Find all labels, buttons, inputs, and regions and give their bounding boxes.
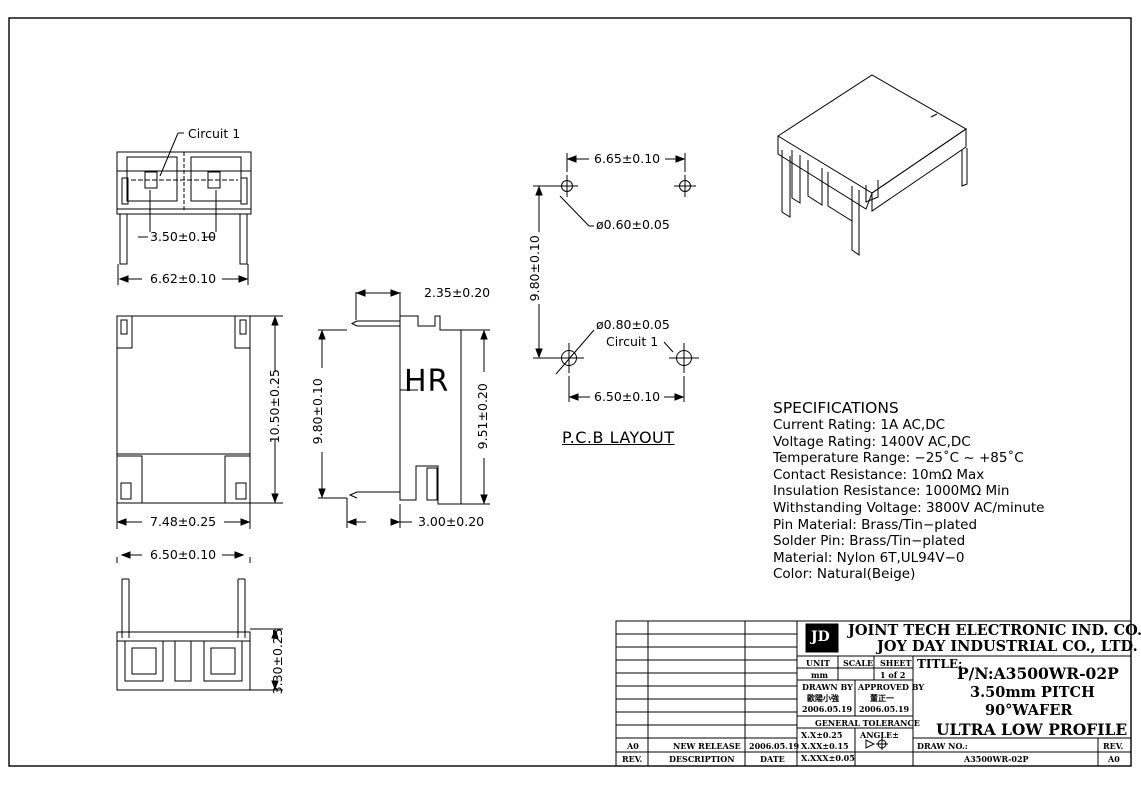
header-description: DESCRIPTION bbox=[669, 754, 735, 764]
title-block bbox=[615, 620, 1132, 767]
height-dim-bottom: 3.30±0.25 bbox=[269, 628, 285, 695]
spec-line: Material: Nylon 6T,UL94V−0 bbox=[773, 549, 965, 566]
unit-value: mm bbox=[811, 670, 828, 680]
spec-line: Contact Resistance: 10mΩ Max bbox=[773, 466, 985, 483]
company-logo-icon bbox=[805, 623, 839, 653]
sheet-border bbox=[8, 17, 1132, 767]
header-date: DATE bbox=[760, 754, 785, 764]
side-height-right-dim: 9.51±0.20 bbox=[474, 383, 490, 450]
title-pitch: 3.50mm PITCH bbox=[970, 684, 1095, 701]
pitch-dim-top: 3.50±0.10 bbox=[150, 229, 217, 244]
drawn-by-name: 歐陽小強 bbox=[807, 693, 839, 703]
spec-line: Withstanding Voltage: 3800V AC/minute bbox=[773, 499, 1045, 516]
angle-label: ANGLE± bbox=[860, 730, 899, 740]
sheet-label: SHEET bbox=[880, 658, 912, 668]
top-view bbox=[116, 132, 252, 285]
drawn-by-label: DRAWN BY bbox=[802, 682, 853, 692]
title-part-number: P/N:A3500WR-02P bbox=[957, 664, 1119, 683]
spec-line: Voltage Rating: 1400V AC,DC bbox=[773, 433, 971, 450]
front-view-dim-lines bbox=[116, 315, 279, 526]
draw-no-label: DRAW NO.: bbox=[917, 741, 968, 751]
company-name-2: JOY DAY INDUSTRIAL CO., LTD. bbox=[877, 638, 1138, 655]
bottom-view bbox=[116, 557, 283, 691]
pcb-top-pitch: 6.65±0.10 bbox=[594, 151, 661, 166]
rev-row-description: NEW RELEASE bbox=[673, 741, 741, 751]
drawn-date: 2006.05.19 bbox=[802, 704, 853, 714]
width-dim-top: 6.62±0.10 bbox=[150, 271, 217, 286]
pcb-circuit1: Circuit 1 bbox=[606, 334, 659, 349]
side-view bbox=[318, 292, 490, 528]
pcb-hole-large: ø0.80±0.05 bbox=[596, 317, 670, 332]
logo-text: JD bbox=[811, 629, 830, 645]
side-view-dim-lines bbox=[318, 289, 488, 526]
pcb-hole-small: ø0.60±0.05 bbox=[596, 217, 670, 232]
tolerance-3: X.XXX±0.05 bbox=[801, 753, 855, 763]
tolerance-1: X.X±0.25 bbox=[801, 730, 843, 740]
top-view-dim-lines bbox=[118, 236, 249, 283]
title-label: TITLE: bbox=[917, 657, 963, 671]
spec-line: Temperature Range: −25˚C ~ +85˚C bbox=[773, 450, 1024, 467]
specifications: SPECIFICATIONS Current Rating: 1A AC,DC … bbox=[773, 400, 1045, 583]
circuit1-label-top: Circuit 1 bbox=[188, 126, 241, 141]
spec-line: Current Rating: 1A AC,DC bbox=[773, 417, 946, 433]
approved-date: 2006.05.19 bbox=[859, 704, 910, 714]
width-dim-front: 7.48±0.25 bbox=[150, 514, 217, 529]
pcb-dim-lines bbox=[535, 155, 686, 401]
height-dim-front: 10.50±0.25 bbox=[266, 369, 282, 444]
side-bottom-dim: 3.00±0.20 bbox=[418, 514, 485, 529]
side-height-left-dim: 9.80±0.10 bbox=[309, 378, 325, 445]
pcb-vertical-dim: 9.80±0.10 bbox=[526, 235, 542, 302]
bottom-view-dim-lines bbox=[120, 551, 279, 691]
draw-no-value: A3500WR-02P bbox=[964, 754, 1029, 764]
scale-label: SCALE bbox=[843, 658, 874, 668]
company-name-1: JOINT TECH ELECTRONIC IND. CO., LTD. bbox=[848, 622, 1141, 639]
isometric-view bbox=[777, 74, 968, 256]
pcb-bottom-pitch: 6.50±0.10 bbox=[594, 389, 661, 404]
tolerance-2: X.XX±0.15 bbox=[801, 741, 849, 751]
sheet-value: 1 of 2 bbox=[880, 670, 906, 680]
side-offset-dim: 2.35±0.20 bbox=[424, 285, 491, 300]
approved-by-name: 董正一 bbox=[870, 693, 894, 703]
title-profile: ULTRA LOW PROFILE bbox=[936, 720, 1128, 739]
pcb-layout bbox=[533, 153, 699, 402]
title-wafer: 90°WAFER bbox=[985, 702, 1073, 719]
approved-by-label: APPROVED BY bbox=[858, 682, 925, 692]
spec-line: Color: Natural(Beige) bbox=[773, 566, 916, 583]
rev-value: A0 bbox=[1108, 754, 1120, 764]
unit-label: UNIT bbox=[806, 658, 830, 668]
header-rev: REV. bbox=[622, 754, 643, 764]
rev-row-date: 2006.05.19 bbox=[749, 741, 800, 751]
width-dim-bottom: 6.50±0.10 bbox=[150, 547, 217, 562]
tolerance-label: GENERAL TOLERANCE bbox=[815, 718, 920, 728]
pcb-layout-label: P.C.B LAYOUT bbox=[562, 428, 675, 447]
rev-row-rev: A0 bbox=[627, 741, 639, 751]
specifications-heading: SPECIFICATIONS bbox=[773, 399, 899, 417]
spec-line: Insulation Resistance: 1000MΩ Min bbox=[773, 483, 1010, 500]
hr-marking: HR bbox=[404, 364, 450, 399]
spec-line: Solder Pin: Brass/Tin−plated bbox=[773, 533, 966, 550]
rev-label: REV. bbox=[1103, 741, 1124, 751]
spec-line: Pin Material: Brass/Tin−plated bbox=[773, 516, 978, 533]
front-view bbox=[116, 315, 283, 529]
